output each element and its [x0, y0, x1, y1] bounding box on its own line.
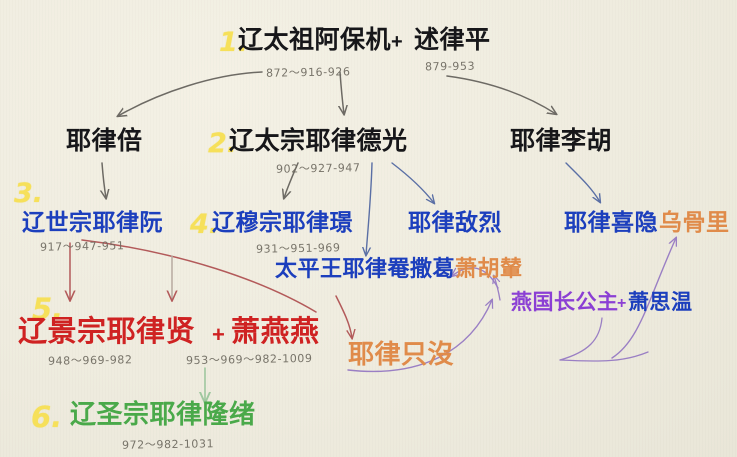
arrow-purple-siwen: [559, 317, 603, 361]
node-zhimo: 耶律只沒: [348, 339, 455, 369]
node-dilie: 耶律敌烈: [408, 209, 502, 235]
date-taizong: 902～927-947: [275, 161, 361, 176]
node-jingzong: 辽景宗耶律贤: [18, 316, 196, 348]
date-jingzong: 948～969-982: [47, 353, 133, 368]
arrow-shulvping-to-lihu: [446, 75, 556, 114]
node-yanguo: 燕国长公主: [511, 291, 619, 314]
marker-6: 6.: [31, 400, 63, 434]
node-lihu: 耶律李胡: [510, 127, 613, 155]
node-xiyin: 耶律喜隐: [564, 209, 658, 235]
node-wuguli: 乌骨里: [659, 209, 730, 235]
node-xiaohunian: 萧胡輦: [455, 256, 523, 281]
node-xiaosiwen: 萧思温: [628, 291, 693, 314]
date-shulvping: 879-953: [424, 59, 476, 74]
date-shengzong: 972～982-1031: [121, 437, 215, 452]
arrow-purple-bottom-bridge: [559, 351, 649, 362]
arrow-yelubei-to-shizong: [102, 162, 106, 198]
node-yelubei: 耶律倍: [66, 127, 143, 155]
date-muzong: 931～951-969: [255, 241, 341, 256]
arrow-to-zhimo: [335, 295, 352, 338]
node-muzong: 辽穆宗耶律璟: [212, 209, 353, 235]
arrow-taizong-to-yansage: [366, 162, 373, 255]
node-taizu: 辽太祖阿保机: [238, 26, 392, 54]
marker-3: 3.: [14, 178, 44, 209]
node-shizong: 辽世宗耶律阮: [22, 209, 163, 235]
node-taizong: 辽太宗耶律德光: [229, 127, 408, 155]
plus-yanguo: +: [617, 295, 627, 312]
node-shengzong: 辽圣宗耶律隆绪: [70, 399, 256, 429]
arrow-taizu-to-yelubei: [118, 71, 263, 116]
date-shizong: 917～947-951: [39, 239, 125, 254]
arrow-taizong-to-dilie: [391, 162, 434, 203]
marker-4: 4.: [190, 209, 220, 240]
node-yansage: 太平王耶律罨撒葛: [275, 256, 456, 281]
marker-2: 2.: [208, 128, 238, 159]
date-taizu: 872～916-926: [265, 65, 351, 80]
node-shulvping: 述律平: [414, 26, 491, 54]
marker-5: 5.: [32, 292, 64, 326]
node-xiaoyanyan: 萧燕燕: [231, 316, 320, 348]
plus-jingzong: +: [212, 322, 225, 347]
marker-1: 1.: [219, 27, 249, 58]
arrow-lihu-to-xiyin: [565, 162, 600, 202]
plus-taizu: +: [391, 31, 403, 53]
date-xiaoyanyan: 953～969～982-1009: [185, 351, 313, 368]
